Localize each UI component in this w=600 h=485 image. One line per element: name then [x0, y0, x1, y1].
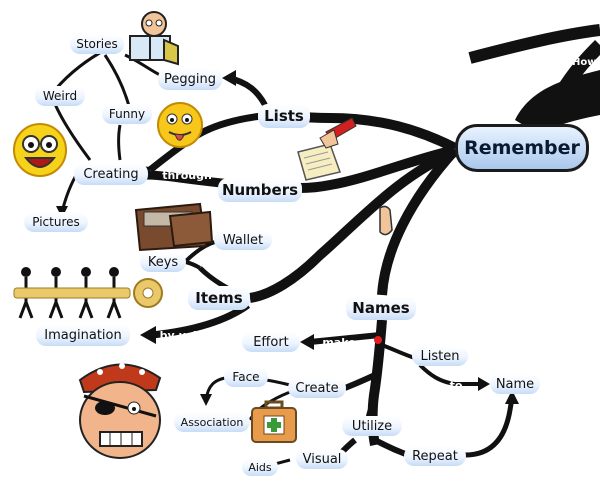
- node-funny[interactable]: Funny: [102, 104, 152, 124]
- node-imagination[interactable]: Imagination: [36, 324, 130, 346]
- edge-label-by: by: [253, 75, 269, 89]
- professor-reading-icon: [129, 11, 179, 66]
- node-create[interactable]: Create: [288, 378, 346, 398]
- central-title: Remember: [464, 137, 580, 159]
- node-names[interactable]: Names: [346, 296, 416, 320]
- pirate-face-icon: [78, 363, 162, 459]
- tongue-out-face-icon: [157, 102, 203, 148]
- hand-writing-list-icon: [297, 117, 357, 181]
- branch-names: [377, 146, 459, 296]
- node-creating[interactable]: Creating: [74, 163, 148, 185]
- node-name[interactable]: Name: [490, 374, 540, 394]
- central-node-remember[interactable]: Remember: [455, 124, 589, 172]
- node-wallet[interactable]: Wallet: [214, 230, 272, 250]
- edge-label-by-using: by using: [159, 328, 213, 342]
- people-with-keys-icon: [13, 267, 163, 319]
- corner-text-how: How: [572, 57, 597, 68]
- node-keys[interactable]: Keys: [140, 252, 186, 272]
- node-visual[interactable]: Visual: [296, 449, 348, 469]
- branch-top-right: [468, 24, 600, 64]
- node-face[interactable]: Face: [224, 367, 268, 387]
- node-aids[interactable]: Aids: [242, 458, 278, 476]
- node-pegging[interactable]: Pegging: [158, 68, 222, 90]
- first-aid-kit-icon: [251, 400, 297, 443]
- edge-label-to: to: [449, 378, 463, 392]
- node-utilize[interactable]: Utilize: [342, 416, 402, 436]
- node-listen[interactable]: Listen: [412, 346, 468, 366]
- branch-center-shape: [515, 70, 600, 135]
- node-weird[interactable]: Weird: [35, 86, 85, 106]
- hand-icon: [379, 205, 393, 236]
- node-association[interactable]: Association: [174, 412, 250, 432]
- node-stories[interactable]: Stories: [70, 34, 124, 54]
- node-pictures[interactable]: Pictures: [24, 212, 88, 232]
- node-lists[interactable]: Lists: [258, 104, 310, 128]
- edge-label-through: through: [162, 168, 212, 182]
- edge-label-make: make: [322, 335, 356, 349]
- node-items[interactable]: Items: [188, 286, 250, 310]
- node-repeat[interactable]: Repeat: [404, 446, 466, 466]
- laughing-face-icon: [13, 123, 67, 177]
- node-numbers[interactable]: Numbers: [218, 178, 302, 202]
- branch-numbers: [299, 145, 457, 193]
- wallet-icon: [134, 202, 214, 252]
- node-effort[interactable]: Effort: [242, 332, 300, 352]
- branch-items: [249, 147, 457, 303]
- edge-label-like: like: [208, 262, 232, 276]
